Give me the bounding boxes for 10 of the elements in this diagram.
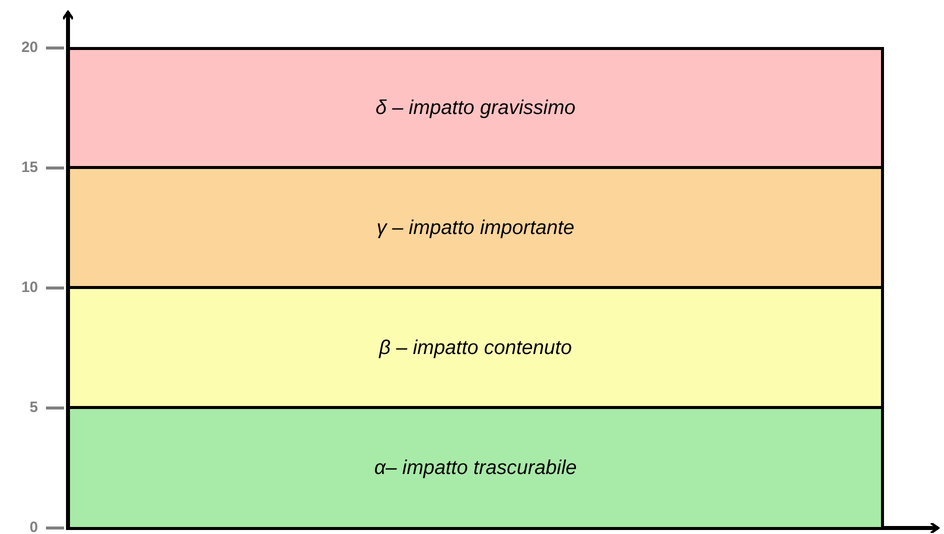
axis-tick-label: 15 <box>20 159 38 176</box>
impact-band <box>67 406 884 530</box>
band-label: δ – impatto gravissimo <box>375 97 576 120</box>
band-label: γ – impatto importante <box>376 216 574 240</box>
axis-tick-label: 5 <box>28 399 38 416</box>
axis-tick-label: 10 <box>20 279 38 296</box>
axis-tick-label: 0 <box>28 519 38 534</box>
band-label: α– impatto trascurabile <box>374 456 577 480</box>
band-label: β – impatto contenuto <box>379 336 572 360</box>
axis-tick-label: 20 <box>20 39 38 56</box>
